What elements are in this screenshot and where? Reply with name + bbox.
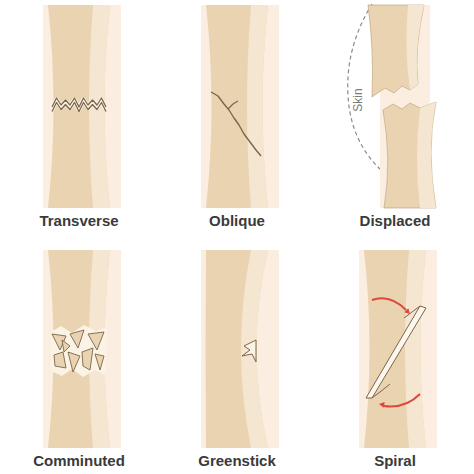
bone-highlight (247, 5, 268, 208)
bone-shaft (206, 5, 268, 208)
skin-label: Skin (351, 88, 365, 111)
bone-shadow (201, 5, 279, 208)
spiral-bone (359, 250, 437, 448)
bone-shaft (48, 5, 110, 208)
bone-shadow (43, 5, 121, 208)
fracture-label: Oblique (209, 212, 265, 229)
fracture-gap (51, 325, 107, 377)
transverse-bone (43, 5, 121, 208)
bone-fragment (82, 348, 93, 370)
fracture-line (404, 306, 420, 318)
bone-fragment (62, 340, 70, 352)
bone-fragment (68, 352, 80, 372)
bone-highlight (406, 5, 424, 90)
fracture-label: Comminuted (33, 452, 125, 469)
fracture-line (228, 101, 238, 109)
bone-shaft (206, 250, 269, 448)
arrow-head (379, 402, 385, 408)
fracture-label: Greenstick (198, 452, 276, 469)
bone-fragment (95, 354, 104, 370)
bone-fragment (88, 332, 104, 350)
fracture-line (52, 103, 106, 112)
comminuted-bone (43, 250, 121, 448)
fracture-label: Displaced (360, 212, 431, 229)
upper-fragment (368, 5, 424, 97)
bone-shadow (201, 250, 279, 448)
bone-shadow (359, 250, 437, 448)
bone-highlight (241, 250, 268, 448)
bone-highlight (417, 102, 436, 208)
fracture-line (52, 98, 106, 107)
oblique-bone (201, 5, 279, 208)
bone-shaft (364, 250, 426, 448)
bone-highlight (405, 250, 426, 448)
spiral-fracture (366, 306, 426, 398)
bone-shaft (48, 250, 110, 448)
fracture-line (372, 384, 390, 398)
greenstick-bone (201, 250, 279, 448)
twist-arrow (384, 394, 420, 407)
twist-arrow (372, 298, 406, 310)
bone-fragment (54, 352, 66, 368)
fracture-label: Spiral (374, 452, 416, 469)
fracture-label: Transverse (39, 212, 118, 229)
bone-fragment (70, 330, 84, 348)
arrow-head (404, 308, 410, 314)
bone-shadow (43, 250, 121, 448)
fracture-line (211, 92, 261, 156)
partial-crack (242, 340, 256, 362)
displaced-bone (348, 4, 436, 208)
lower-fragment (383, 102, 436, 208)
